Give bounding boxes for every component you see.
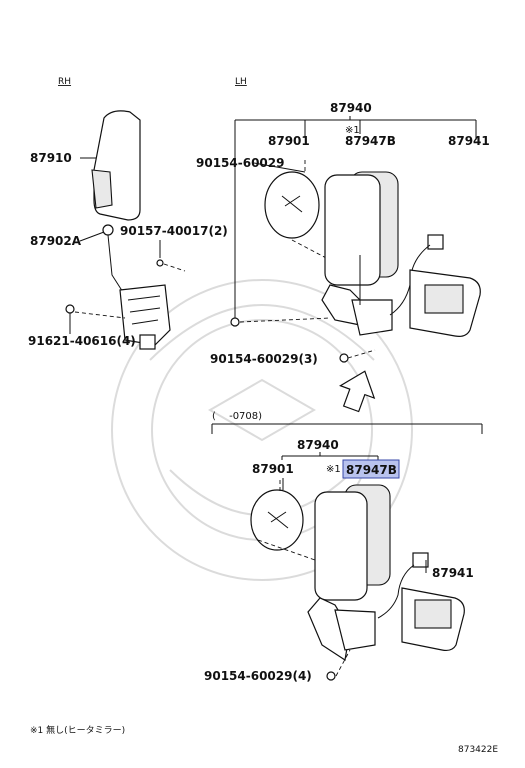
diagram-code: 873422E: [458, 745, 498, 755]
part-90154-b-label: 90154-60029(3): [210, 352, 318, 366]
mirror-head-top: [324, 174, 381, 286]
up-arrow-icon: [339, 370, 376, 413]
part-87940-bot-label: 87940: [297, 438, 339, 452]
part-91621-label: 91621-40616(4): [28, 334, 136, 348]
lh-mirror-assembly-bottom: [250, 480, 465, 681]
mirror-glass-87901-bot: [250, 489, 304, 551]
section-rh-label: RH: [58, 77, 71, 87]
rh-mirror-assembly: [65, 110, 186, 350]
part-87901-bot-label: 87901: [252, 462, 294, 476]
part-87902a-label: 87902A: [30, 234, 82, 248]
mirror-glass-87901-top: [264, 171, 320, 239]
part-87941-bot-label: 87941: [432, 566, 474, 580]
part-90157-label: 90157-40017(2): [120, 224, 228, 238]
note-mark-bot: ※1: [326, 464, 341, 475]
mirror-head-bot: [314, 491, 368, 601]
note-mark-top: ※1: [345, 125, 360, 136]
part-87941-top-label: 87941: [448, 134, 490, 148]
footnote: ※1 無し(ヒータミラー): [30, 724, 125, 736]
range-label: ( -0708): [212, 411, 262, 422]
section-lh-label: LH: [235, 77, 247, 87]
lh-mirror-assembly-top: [230, 160, 481, 363]
part-87901-top-label: 87901: [268, 134, 310, 148]
part-90154-c-label: 90154-60029(4): [204, 669, 312, 683]
part-87940-top-label: 87940: [330, 101, 372, 115]
part-90154-a-label: 90154-60029: [196, 156, 284, 170]
highlight-87947b: [342, 459, 400, 479]
part-87947b-bot-label: 87947B: [346, 463, 397, 477]
part-87947b-top-label: 87947B: [345, 134, 396, 148]
mirror-base-87902a: [119, 284, 171, 346]
part-87910-label: 87910: [30, 151, 72, 165]
